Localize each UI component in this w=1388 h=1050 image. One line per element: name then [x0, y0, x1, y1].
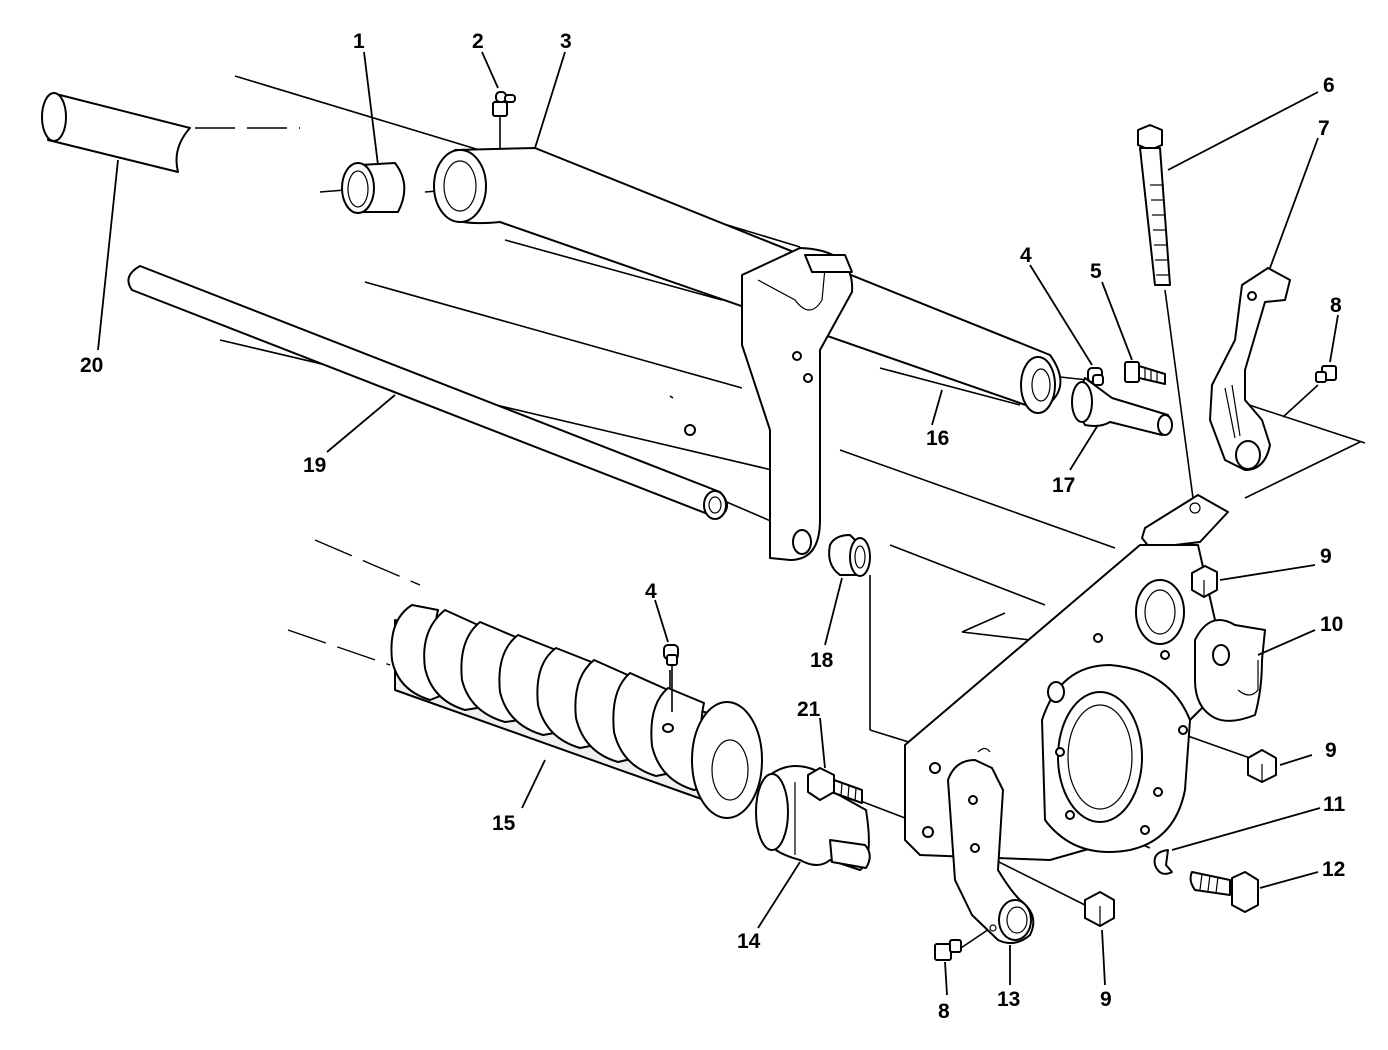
part-3-arm — [433, 147, 1062, 561]
callout-12: 12 — [1322, 858, 1345, 881]
callout-13: 13 — [997, 988, 1020, 1011]
part-11-retaining-ring — [1153, 849, 1173, 875]
part-8-set-screw-lower — [934, 939, 962, 961]
callout-21: 21 — [797, 698, 821, 721]
callout-1: 1 — [353, 30, 365, 53]
part-18-bushing — [828, 534, 871, 577]
callout-11: 11 — [1323, 793, 1346, 816]
part-5-bolt — [1124, 361, 1166, 385]
callout-17: 17 — [1052, 474, 1075, 497]
part-6-long-bolt — [1137, 124, 1171, 286]
callout-15: 15 — [492, 812, 516, 835]
callout-10: 10 — [1320, 613, 1343, 636]
part-8-set-screw-upper — [1315, 365, 1337, 383]
part-15-spring — [390, 604, 763, 819]
callout-14: 14 — [737, 930, 761, 953]
callout-labels: 1 2 3 4 4 5 6 7 8 8 9 9 9 10 11 12 13 14… — [80, 30, 1346, 1023]
part-21-bolt — [807, 767, 863, 804]
part-1-bushing — [341, 162, 406, 214]
callout-18: 18 — [810, 649, 834, 672]
part-9-nut-upper — [1191, 565, 1218, 598]
part-13-crank-arm — [947, 747, 1035, 945]
callout-9-upper: 9 — [1320, 545, 1332, 568]
callout-4-lower: 4 — [645, 580, 657, 603]
callout-6: 6 — [1323, 74, 1335, 97]
part-7-adjusting-arm — [1209, 267, 1291, 471]
callout-20: 20 — [80, 354, 103, 377]
callout-2: 2 — [472, 30, 484, 53]
part-19-rod — [127, 265, 728, 520]
part-4-fitting-lower — [663, 644, 679, 712]
callout-7: 7 — [1318, 117, 1330, 140]
part-14-stub-shaft — [755, 765, 871, 871]
leader-lines — [97, 51, 1339, 996]
callout-8-upper: 8 — [1330, 294, 1342, 317]
callout-9-middle: 9 — [1325, 739, 1337, 762]
callout-3: 3 — [560, 30, 572, 53]
part-20-tube — [41, 92, 300, 173]
part-2-grease-fitting — [492, 91, 516, 150]
callout-8-lower: 8 — [938, 1000, 950, 1023]
callout-19: 19 — [303, 454, 326, 477]
part-17-stub-shaft — [1071, 377, 1173, 436]
part-12-bolt — [1189, 871, 1259, 913]
callout-16: 16 — [926, 427, 949, 450]
part-4-fitting-upper — [1087, 367, 1104, 386]
callout-9-lower: 9 — [1100, 988, 1112, 1011]
callout-5: 5 — [1090, 260, 1102, 283]
part-10-side-plate — [904, 494, 1266, 861]
callout-4-upper: 4 — [1020, 244, 1032, 267]
part-9-nut-lower — [1084, 891, 1115, 927]
part-9-nut-middle — [1247, 749, 1277, 783]
